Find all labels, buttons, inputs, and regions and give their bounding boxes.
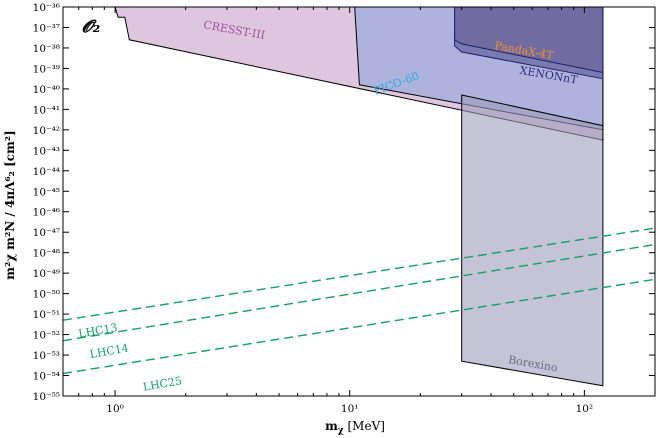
y-axis-title: m²χ m²N / 4πΛ⁶₂ [cm²] [3,130,17,279]
y-tick-label: 10⁻⁴⁵ [33,186,60,198]
lhc-lines [63,227,655,375]
x-axis-title-sub: χ [338,426,344,436]
y-tick-label: 10⁻³⁹ [33,63,60,75]
exclusion-regions [63,7,604,387]
y-tick-label: 10⁻⁴³ [33,145,60,157]
y-tick-label: 10⁻⁴⁶ [33,207,60,219]
y-tick-label: 10⁻⁴² [33,125,60,137]
y-tick-label: 10⁻³⁷ [33,22,60,34]
x-tick-label: 10² [576,403,594,415]
line-lhc13 [63,227,655,321]
x-axis-title: mχ [MeV] [325,419,385,436]
y-tick-label: 10⁻⁵⁵ [33,391,60,403]
x-tick-label: 10⁰ [106,403,124,415]
y-tick-label: 10⁻⁴⁴ [33,166,60,178]
y-tick-label: 10⁻⁵³ [33,350,60,362]
x-axis: 10⁰ 10¹ 10² [62,7,656,415]
y-tick-label: 10⁻⁵⁰ [33,289,60,301]
y-tick-label: 10⁻⁴⁹ [33,268,60,280]
y-tick-label: 10⁻³⁶ [33,2,60,14]
y-tick-label: 10⁻⁴⁰ [33,84,60,96]
region-borexino [461,94,604,387]
y-tick-label: 10⁻⁴¹ [33,104,60,116]
y-tick-label: 10⁻⁴⁸ [33,248,60,260]
y-axis: 10⁻⁵⁵ 10⁻⁵⁴ 10⁻⁵³ 10⁻⁵² 10⁻⁵¹ 10⁻⁵⁰ 10⁻⁴⁹ 10⁻⁴⁸… [33,2,655,403]
region-pandax-4t [454,7,604,74]
y-tick-label: 10⁻³⁸ [33,43,60,55]
line-lhc14 [63,243,655,342]
x-axis-title-main: m [325,419,338,433]
y-tick-label: 10⁻⁵⁴ [33,371,60,383]
operator-label: 𝓞₂ [82,17,100,37]
x-tick-label: 10¹ [341,403,359,415]
x-axis-title-unit: [MeV] [344,419,385,433]
y-tick-label: 10⁻⁴⁷ [33,227,60,239]
plot-frame [62,6,656,397]
y-tick-label: 10⁻⁵² [33,330,60,342]
y-tick-label: 10⁻⁵¹ [33,309,60,321]
line-lhc25 [63,278,655,375]
